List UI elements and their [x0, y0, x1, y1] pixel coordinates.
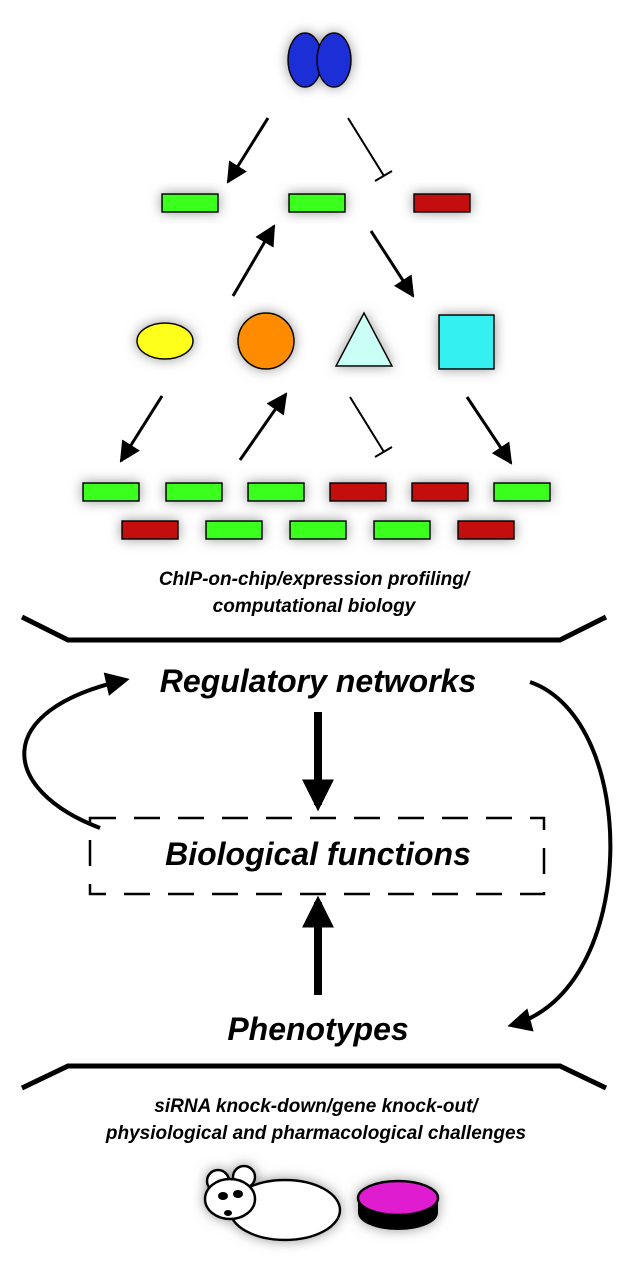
gene-up-row1-1	[161, 193, 219, 213]
top-bracket	[20, 614, 608, 643]
transcription-factor-dimer	[287, 32, 352, 88]
gene-to-circle-arrow	[238, 392, 288, 461]
circle-protein	[237, 312, 295, 370]
gene-down-row3-1	[121, 520, 179, 540]
bottom-caption-line2: physiological and pharmacological challe…	[105, 1123, 526, 1144]
biological-functions-label: Biological functions	[165, 836, 471, 872]
regulatory-networks-label: Regulatory networks	[160, 663, 477, 699]
square-to-gene-arrow	[465, 396, 513, 465]
bottom-caption-line1: siRNA knock-down/gene knock-out/	[154, 1096, 479, 1117]
bottom-bracket	[20, 1063, 608, 1091]
gene-up-row2-2	[165, 482, 223, 502]
tf-repression-line	[347, 117, 393, 182]
gene-up-row3-4	[373, 520, 431, 540]
tf-activation-arrow	[226, 117, 270, 184]
gene-up-row2-3	[247, 482, 305, 502]
ellipse-protein	[136, 322, 194, 360]
arrow-to-gene	[231, 224, 276, 297]
gene-up-row2-1	[82, 482, 140, 502]
top-caption-line2: computational biology	[213, 596, 417, 617]
gene-up-row2-6	[493, 482, 551, 502]
arrow-to-square	[369, 230, 415, 298]
gene-up-row1-2	[288, 193, 346, 213]
mouse-icon	[203, 1164, 342, 1242]
ellipse-to-gene-arrow	[119, 395, 164, 463]
triangle-protein	[334, 311, 394, 367]
gene-down-row1-3	[413, 193, 471, 213]
phenotypes-label: Phenotypes	[227, 1011, 408, 1047]
biological-functions-box	[88, 816, 546, 896]
culture-dish-icon	[356, 1179, 440, 1230]
square-protein	[438, 314, 495, 370]
gene-down-row2-4	[329, 482, 387, 502]
triangle-repression-line	[349, 396, 393, 458]
top-caption-line1: ChIP-on-chip/expression profiling/	[159, 569, 471, 590]
tf-right-subunit	[316, 32, 352, 88]
gene-up-row3-2	[205, 520, 263, 540]
right-curved-arrow	[507, 680, 613, 1032]
left-curved-arrow	[22, 672, 130, 830]
gene-down-row3-5	[457, 520, 515, 540]
gene-down-row2-5	[411, 482, 469, 502]
gene-up-row3-3	[289, 520, 347, 540]
